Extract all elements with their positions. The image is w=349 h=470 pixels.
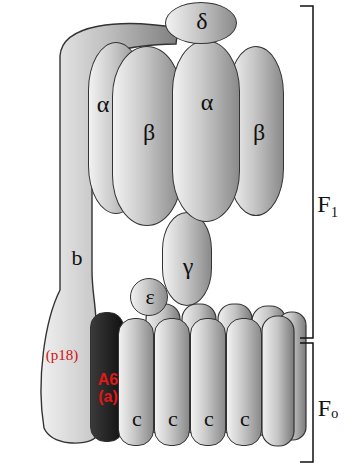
- subunit-label: α: [97, 92, 110, 117]
- c-ring-side: [262, 316, 294, 446]
- sector-label: F₁: [317, 191, 339, 218]
- fo-bracket: [300, 343, 313, 462]
- f1-bracket: [300, 6, 313, 338]
- subunit-label: c: [168, 407, 178, 430]
- subunit-label: c: [204, 407, 214, 430]
- subunit: c: [154, 318, 190, 446]
- subunit-label: b: [72, 246, 83, 269]
- subunit-label: α: [201, 90, 214, 115]
- subunit: δ: [165, 2, 237, 44]
- subunit-label: γ: [183, 254, 194, 279]
- subunit-label: c: [240, 407, 250, 430]
- sector-label: Fₒ: [318, 395, 338, 422]
- subunit-label: ε: [145, 285, 154, 308]
- subunit-label: β: [253, 120, 265, 145]
- subunit: c: [190, 318, 226, 446]
- subunit: α: [172, 40, 240, 222]
- subunit-label: δ: [196, 9, 207, 34]
- subunit-label: (p18): [46, 348, 79, 364]
- subunit-label: β: [143, 120, 155, 145]
- subunit: c: [118, 318, 154, 446]
- subunit-label: c: [132, 407, 142, 430]
- subunit: c: [226, 318, 262, 446]
- subunit: γ: [162, 212, 212, 306]
- subunit: ε: [130, 278, 168, 316]
